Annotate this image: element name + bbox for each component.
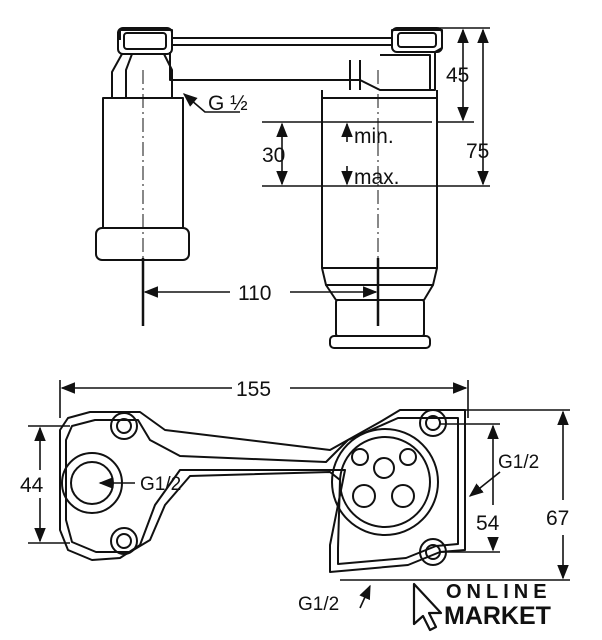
cursor-icon [412,582,443,632]
plan-view-body [59,409,466,573]
dim-44: 44 [20,474,44,497]
inlet-label-right: G1/2 [498,452,539,473]
dim-30: 30 [262,144,285,167]
center-lines [142,70,379,260]
dim-110: 110 [238,282,271,305]
side-view-dimensions [143,27,490,298]
online-market-logo: ONLINE MARKET [412,581,552,632]
inlet-label-left: G1/2 [140,474,181,495]
plan-view-labels: 155 44 54 67 G1/2 G1/2 G1/2 [20,378,569,615]
dim-67: 67 [546,507,569,530]
plan-view-dimensions [28,380,570,609]
inlet-label-bottom: G1/2 [298,594,339,615]
dim-45: 45 [446,64,469,87]
dim-75: 75 [466,140,489,163]
thread-label-g-half: G ½ [208,92,248,115]
max-label: max. [354,166,400,189]
dim-54: 54 [476,512,500,535]
dim-155: 155 [236,378,271,401]
min-label: min. [354,125,394,148]
logo-line-1: ONLINE [446,581,552,603]
logo-line-2: MARKET [444,602,551,630]
side-view-labels: G ½ 45 75 30 min. max. 110 [208,64,489,305]
